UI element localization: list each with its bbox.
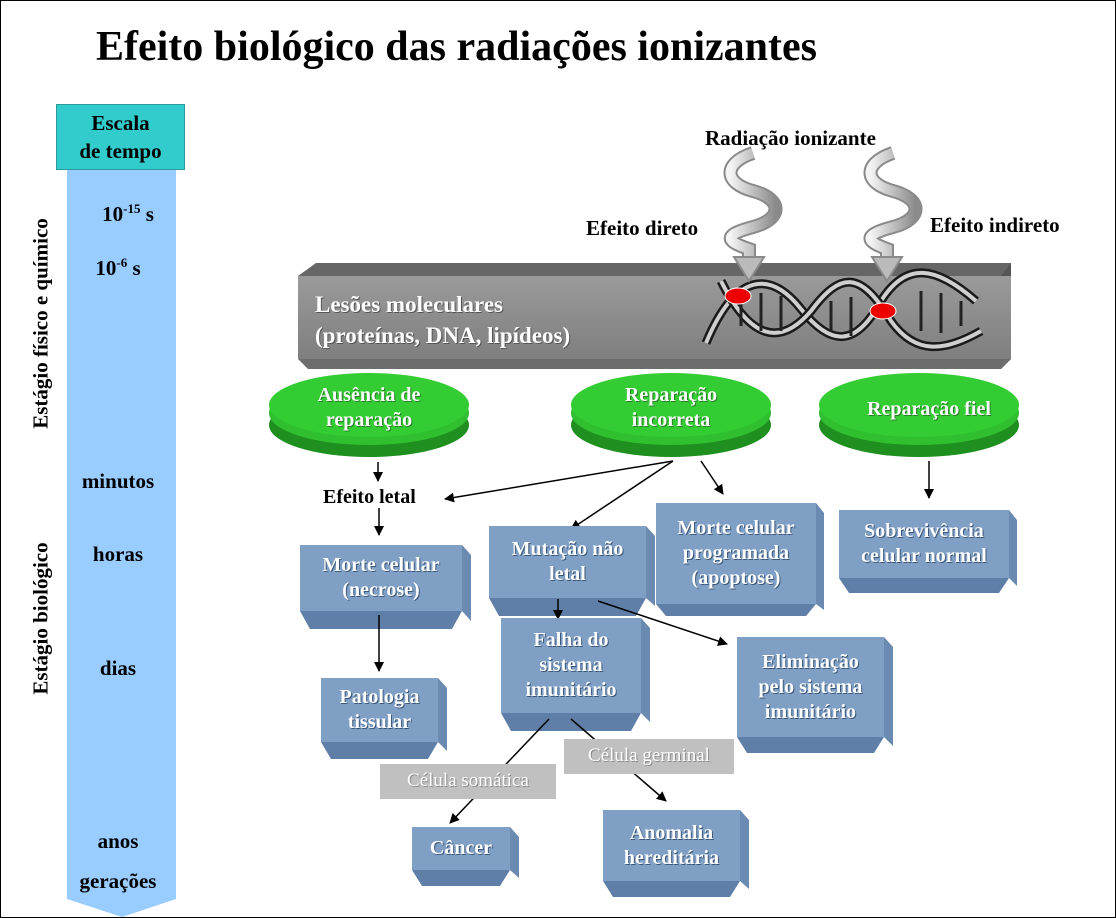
indirect-effect-label: Efeito indireto — [930, 213, 1060, 237]
box-apoptosis-line1: Morte celular — [677, 517, 795, 539]
time-scale-header: Escala de tempo — [56, 104, 185, 170]
oval-incorrect-repair — [571, 373, 771, 457]
box-survival: Sobrevivência celular normal — [839, 510, 1009, 578]
box-survival-line1: Sobrevivência — [864, 520, 984, 542]
tick-minutes: minutos — [81, 469, 155, 493]
arrow-mutation-elimination — [597, 600, 728, 646]
box-apoptosis-line2: programada — [682, 542, 790, 564]
page-title: Efeito biológico das radiações ionizante… — [96, 24, 817, 70]
lesion-bar-top — [298, 263, 1011, 276]
box-cancer: Câncer — [412, 827, 510, 870]
oval-incorrect-text: Reparação incorreta — [581, 383, 761, 433]
box-mutation: Mutação não letal — [489, 526, 646, 598]
box-survival-line2: celular normal — [861, 545, 987, 567]
oval-no-repair-text: Ausência de reparação — [279, 383, 459, 433]
oval-faithful-text: Reparação fiel — [867, 398, 991, 420]
box-immune-failure-line1: Falha do — [533, 629, 609, 651]
time-scale-header-line2: de tempo — [79, 139, 162, 163]
box-edges — [300, 578, 1009, 897]
oval-no-repair-line1: Ausência de — [317, 384, 421, 406]
tick-days: dias — [99, 656, 137, 680]
tick-years: anos — [97, 829, 139, 853]
oval-no-repair-line2: reparação — [325, 409, 413, 431]
stage-physchem-label: Estágio físico e químico — [28, 218, 53, 429]
box-immune-failure-line3: imunitário — [525, 679, 617, 701]
direct-effect-label: Efeito direto — [586, 216, 699, 240]
box-elimination-line2: pelo sistema — [758, 675, 863, 698]
germinal-cell-label: Célula germinal — [564, 739, 734, 774]
tick-generations: gerações — [79, 869, 157, 893]
box-hereditary-line1: Anomalia — [629, 821, 714, 844]
box-elimination-line1: Eliminação — [762, 650, 859, 673]
lesion-bar-line2: (proteínas, DNA, lipídeos) — [315, 323, 571, 348]
radiation-label: Radiação ionizante — [705, 126, 876, 150]
box-elimination-line3: imunitário — [764, 700, 857, 723]
box-mutation-line2: letal — [549, 563, 586, 585]
time-scale-header-line1: Escala — [91, 111, 150, 135]
box-immune-failure: Falha do sistema imunitário — [501, 618, 641, 713]
box-apoptosis-line3: (apoptose) — [691, 567, 781, 589]
oval-incorrect-line2: incorreta — [631, 409, 711, 431]
arrow-incorrect-apoptosis — [700, 460, 724, 495]
box-pathology-line2: tissular — [347, 711, 412, 733]
tick-femtoseconds: 10-15 s — [102, 201, 154, 226]
box-necrose-line1: Morte celular — [322, 554, 440, 576]
lesion-bar-line1: Lesões moleculares — [315, 292, 504, 317]
stage-biological-label: Estágio biológico — [28, 542, 53, 695]
oval-incorrect-line1: Reparação — [624, 384, 718, 406]
lethal-effect-label: Efeito letal — [323, 486, 416, 508]
dna-lesion-indirect-icon — [869, 302, 897, 320]
lesion-bar-text: Lesões moleculares (proteínas, DNA, lipí… — [315, 289, 570, 351]
box-necrose-line2: (necrose) — [342, 579, 420, 601]
oval-no-repair — [269, 373, 469, 457]
box-pathology-line1: Patologia — [339, 686, 420, 708]
box-apoptosis: Morte celular programada (apoptose) — [656, 503, 816, 604]
box-immune-failure-line2: sistema — [539, 654, 603, 676]
box-pathology: Patologia tissular — [321, 678, 438, 742]
tick-hours: horas — [92, 542, 144, 566]
dna-helix-icon — [701, 268, 984, 352]
tick-microseconds: 10-6 s — [95, 255, 141, 280]
timeline-arrow — [67, 170, 176, 917]
dna-lesion-direct-icon — [724, 287, 752, 305]
radiation-wave-direct-icon — [723, 146, 783, 283]
box-necrose: Morte celular (necrose) — [300, 545, 462, 611]
arrow-incorrect-lethal — [444, 460, 674, 503]
box-hereditary-line2: hereditária — [623, 846, 720, 869]
arrow-incorrect-mutation — [570, 460, 674, 530]
box-mutation-line1: Mutação não — [511, 538, 624, 560]
radiation-wave-indirect-icon — [863, 146, 923, 283]
oval-faithful-repair — [819, 373, 1019, 457]
somatic-cell-label: Célula somática — [380, 764, 556, 799]
